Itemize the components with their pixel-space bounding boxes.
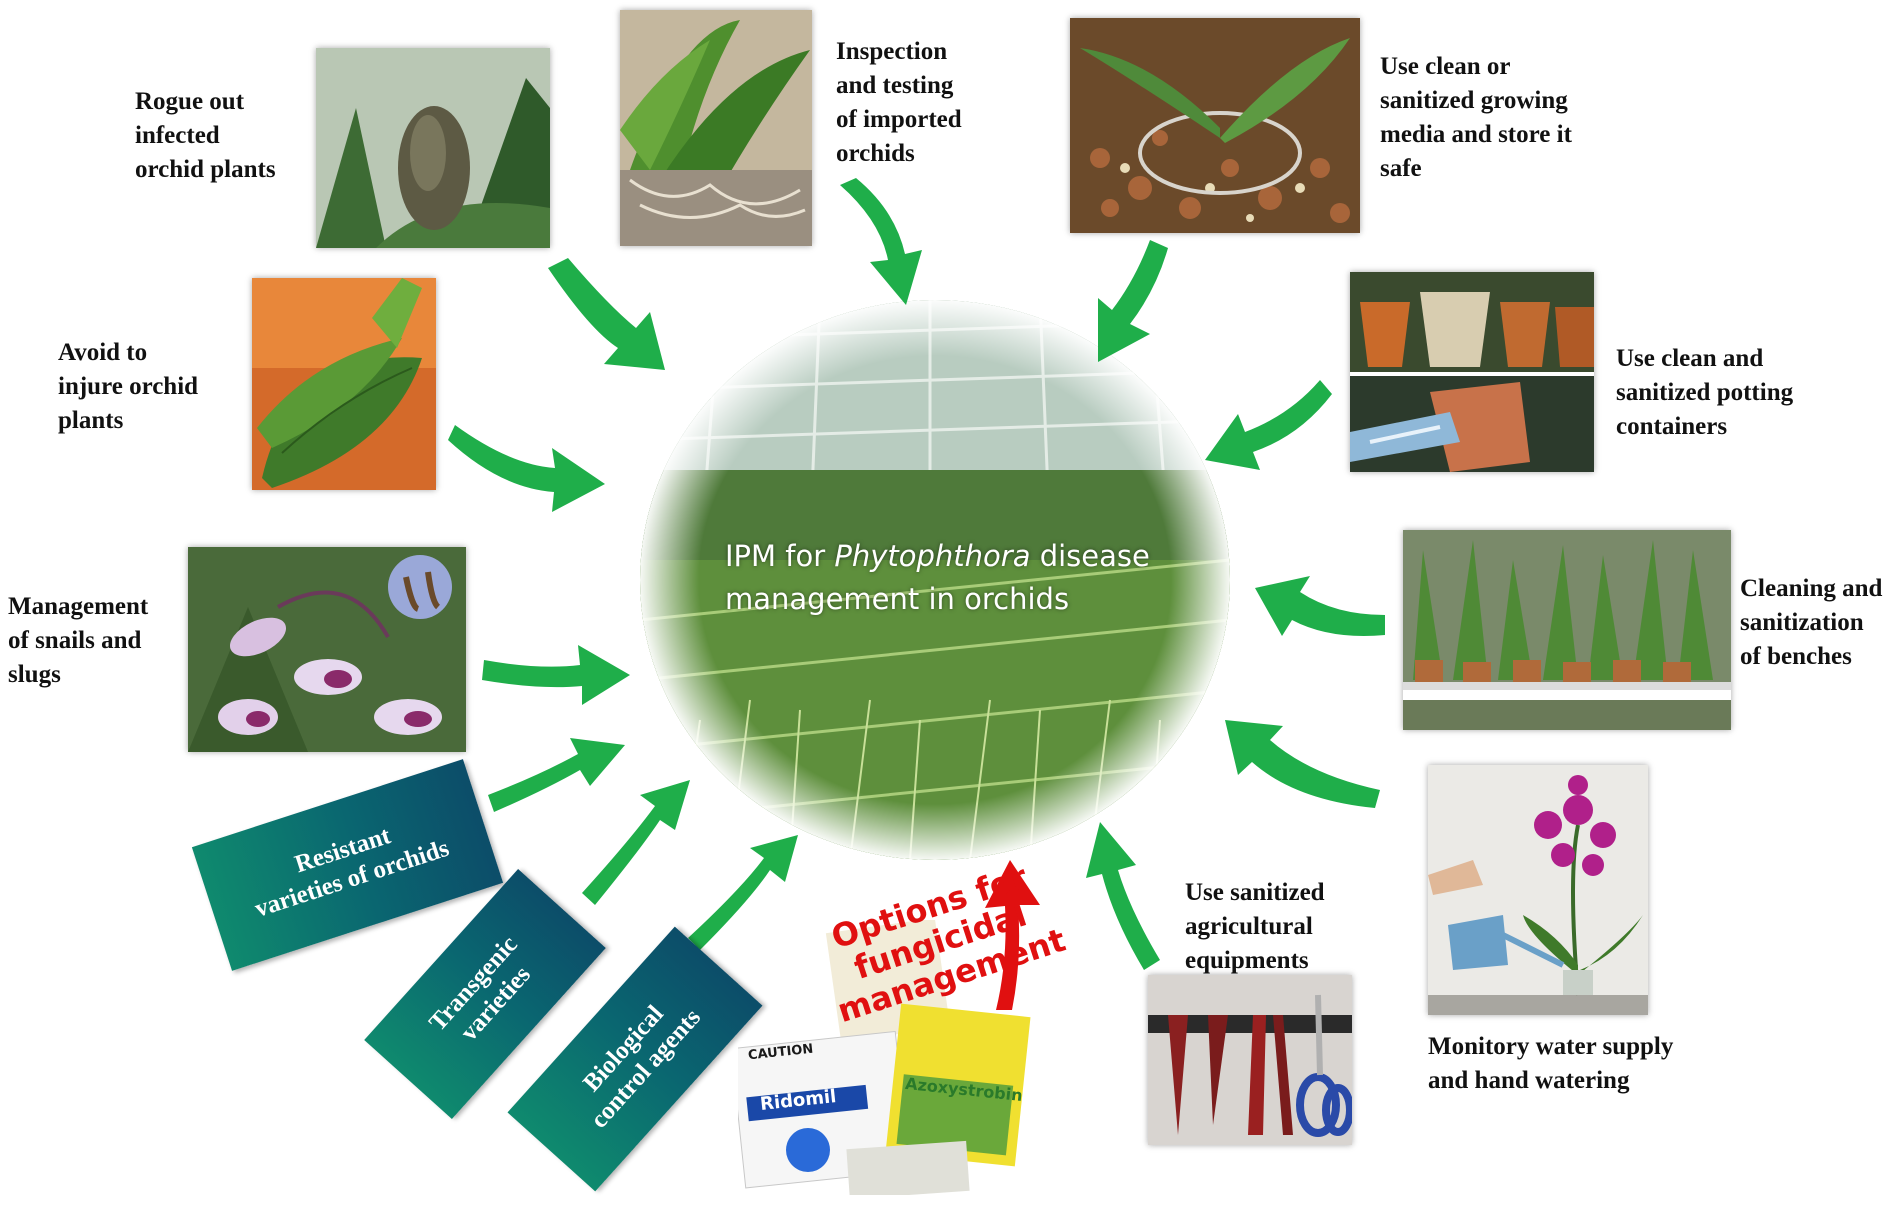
- label-inspection: Inspection and testing of imported orchi…: [836, 38, 962, 167]
- label-benches: Cleaning and sanitization of benches: [1740, 575, 1883, 670]
- arrow-transgenic: [582, 780, 690, 905]
- photo-potting-containers: [1350, 272, 1594, 472]
- label-snails-slugs: Management of snails and slugs: [8, 593, 149, 688]
- center-title-italic: Phytophthora: [834, 539, 1031, 573]
- center-title-suffix: disease management in orchids: [725, 539, 1150, 616]
- photo-fungicide-products: [738, 920, 1043, 1195]
- label-equipments: Use sanitized agricultural equipments: [1185, 879, 1325, 974]
- photo-avoid-injury: [252, 278, 436, 490]
- arrow-equipments: [1086, 822, 1160, 970]
- photo-hand-watering: [1428, 765, 1648, 1015]
- center-title: IPM for Phytophthora disease management …: [725, 535, 1205, 621]
- arrow-inspection: [840, 178, 922, 305]
- photo-growing-media: [1070, 18, 1360, 233]
- label-avoid-injury: Avoid to injure orchid plants: [58, 339, 199, 434]
- arrow-containers: [1205, 380, 1332, 470]
- label-potting-containers: Use clean and sanitized potting containe…: [1616, 345, 1794, 440]
- arrow-resistant: [488, 738, 625, 812]
- photo-benches: [1403, 530, 1731, 730]
- label-hand-watering: Monitory water supply and hand watering: [1428, 1033, 1674, 1094]
- arrow-media: [1098, 240, 1168, 362]
- photo-imported-orchids: [620, 10, 812, 246]
- arrow-rogue: [548, 258, 665, 370]
- photo-equipments: [1148, 975, 1352, 1145]
- arrow-water: [1225, 720, 1380, 808]
- center-title-prefix: IPM for: [725, 539, 835, 573]
- photo-snails-slugs: [188, 547, 466, 752]
- label-growing-media: Use clean or sanitized growing media and…: [1380, 53, 1572, 182]
- arrow-benches: [1255, 576, 1385, 636]
- label-rogue-out: Rogue out infected orchid plants: [135, 88, 276, 183]
- arrow-snails: [482, 645, 630, 705]
- photo-infected-orchid: [316, 48, 550, 248]
- arrow-injure: [448, 425, 605, 512]
- center-greenhouse-photo: [640, 300, 1230, 860]
